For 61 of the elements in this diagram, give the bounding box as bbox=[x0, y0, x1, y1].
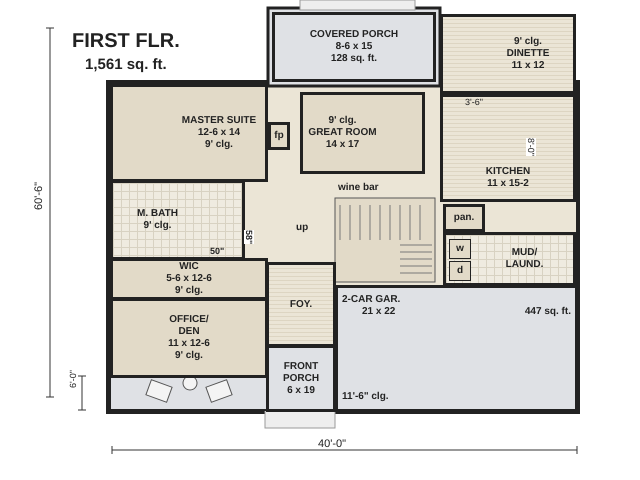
dryer-area bbox=[449, 261, 471, 281]
room-name: MUD/ LAUND. bbox=[504, 247, 544, 271]
room-name: M. BATH bbox=[137, 208, 178, 220]
room-name: FOY. bbox=[290, 298, 312, 310]
ceiling-height: 9' clg. bbox=[205, 139, 233, 151]
stair-direction-label: up bbox=[296, 222, 308, 233]
ceiling-height: 9' clg. bbox=[514, 36, 542, 48]
ceiling-height: 9' clg. bbox=[175, 350, 203, 362]
dinette-area bbox=[440, 14, 576, 94]
room-name: COVERED PORCH bbox=[310, 29, 398, 41]
plan-title: FIRST FLR. bbox=[72, 30, 180, 53]
room-dimensions: 21 x 22 bbox=[362, 306, 396, 318]
room-dimensions: 9' clg. bbox=[144, 220, 172, 232]
room-dimensions: 11 x 12-6 bbox=[168, 338, 210, 350]
room-name: FRONT PORCH bbox=[282, 360, 320, 384]
room-name: GREAT ROOM bbox=[308, 127, 377, 139]
washer-area bbox=[449, 239, 471, 259]
area-label: 447 sq. ft. bbox=[524, 306, 571, 318]
kitchen-area bbox=[440, 94, 576, 202]
dimension-label: 6'-0" bbox=[68, 370, 78, 388]
room-dimensions: 14 x 17 bbox=[326, 139, 360, 151]
ceiling-height: 9' clg. bbox=[328, 115, 356, 127]
room-dimensions: 12-6 x 14 bbox=[198, 127, 240, 139]
master-suite-area bbox=[110, 84, 268, 182]
front-porch-area bbox=[266, 345, 336, 412]
foyer-area bbox=[266, 262, 336, 347]
room-name: pan. bbox=[454, 212, 474, 224]
room-note: wine bar bbox=[338, 182, 379, 193]
room-name: OFFICE/ DEN bbox=[168, 314, 210, 338]
room-name: WIC bbox=[179, 261, 199, 273]
dimension-label: 8'-0" bbox=[526, 138, 536, 156]
room-name: fp bbox=[274, 130, 284, 142]
room-dimensions: 11 x 15-2 bbox=[487, 178, 529, 190]
area-label: 128 sq. ft. bbox=[330, 53, 378, 65]
room-dimensions: 5-6 x 12-6 bbox=[166, 273, 212, 285]
garage-area bbox=[335, 285, 578, 412]
ceiling-height: 11'-6" clg. bbox=[342, 391, 389, 403]
great-room-area bbox=[300, 92, 425, 174]
office-den-area bbox=[110, 298, 268, 378]
room-dimensions: 6 x 19 bbox=[287, 384, 315, 396]
walk-in-closet-area bbox=[110, 258, 268, 300]
room-name: w bbox=[456, 243, 464, 255]
room-name: DINETTE bbox=[506, 48, 550, 60]
dimension-label: 60'-6" bbox=[33, 182, 45, 210]
covered-porch-area bbox=[272, 12, 436, 82]
dimension-label: 50" bbox=[210, 246, 224, 256]
room-dimensions: 8-6 x 15 bbox=[336, 41, 372, 53]
dimension-label: 40'-0" bbox=[318, 438, 346, 450]
fireplace bbox=[268, 122, 290, 150]
room-name: 2-CAR GAR. bbox=[342, 294, 400, 306]
dimension-label: 58" bbox=[244, 230, 254, 244]
room-name: MASTER SUITE bbox=[182, 115, 256, 127]
room-name: d bbox=[456, 265, 464, 277]
room-dimensions: 11 x 12 bbox=[512, 60, 544, 72]
pantry-area bbox=[443, 204, 485, 232]
dimension-label: 3'-6" bbox=[465, 97, 483, 107]
room-name: KITCHEN bbox=[486, 166, 530, 178]
master-bath-area bbox=[110, 180, 245, 260]
ceiling-height: 9' clg. bbox=[175, 285, 203, 297]
mud-laundry-area bbox=[443, 232, 576, 286]
floor-area-label: 1,561 sq. ft. bbox=[85, 56, 167, 73]
